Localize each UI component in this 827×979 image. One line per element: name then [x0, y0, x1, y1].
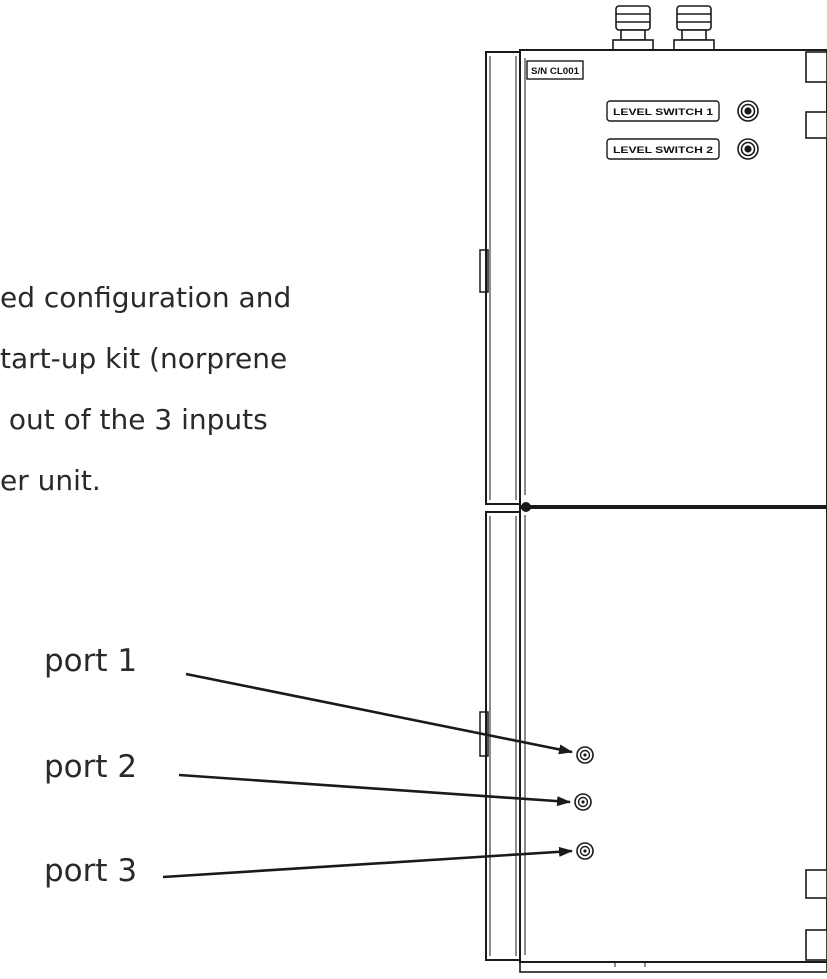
serial-number-label: S/N CL001	[531, 66, 579, 76]
serial-tag: S/N CL001	[526, 60, 584, 80]
level-switch-1: LEVEL SWITCH 1	[606, 100, 759, 122]
level-switch-2-connector-icon	[737, 138, 759, 160]
level-switch-1-connector-icon	[737, 100, 759, 122]
upper-enclosure	[479, 49, 827, 507]
port-3-connector-icon	[576, 842, 594, 860]
port-2-arrow	[178, 773, 571, 807]
lower-enclosure	[479, 507, 827, 973]
cable-gland-right	[673, 5, 715, 51]
level-switch-1-label: LEVEL SWITCH 1	[613, 107, 713, 117]
lower-hinges	[805, 869, 827, 961]
port-2-connector-icon	[574, 793, 592, 811]
upper-hinges	[805, 51, 827, 139]
port-1-arrow	[185, 672, 573, 755]
cable-gland-left	[612, 5, 654, 51]
port-3-arrow	[162, 846, 573, 879]
level-switch-2-label: LEVEL SWITCH 2	[613, 145, 713, 155]
port-1-connector-icon	[576, 746, 594, 764]
level-switch-2: LEVEL SWITCH 2	[606, 138, 759, 160]
